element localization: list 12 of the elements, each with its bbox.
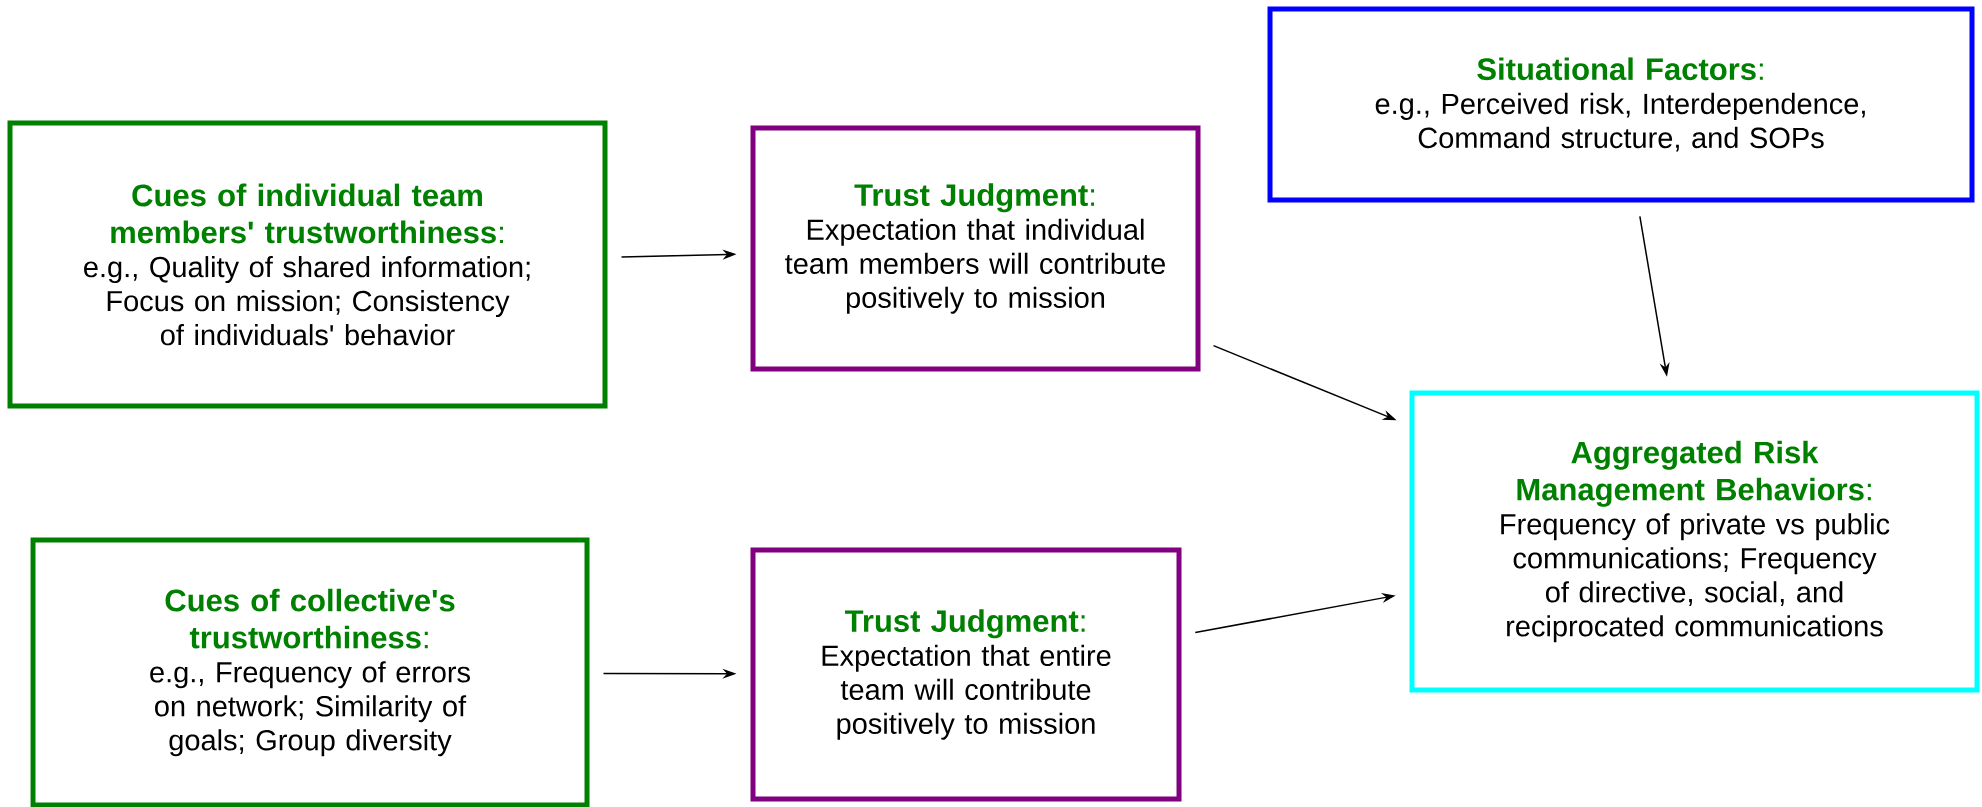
box-text: Trust Judgment: Expectation that individual team members will contribute positively to mission xyxy=(785,183,1165,314)
box-text: Aggregated Risk Management Behaviors: Frequency of private vs public communications; Frequency of directive, social, and reciprocated communications xyxy=(1501,440,1890,643)
box xyxy=(750,547,1182,802)
box xyxy=(7,120,608,409)
box-text: Trust Judgment: Expectation that entire team will contribute positively to mission xyxy=(822,609,1111,740)
box xyxy=(1267,6,1975,203)
box-text: Cues of collective's trustworthiness: e.g., Frequency of errors on network; Similarity of goals; Group diversity xyxy=(150,588,470,757)
box xyxy=(750,125,1201,372)
box xyxy=(30,537,590,807)
box-text: Cues of individual team members' trustworthiness: e.g., Quality of shared information; Focus on mission; Consistency of individuals' behavior xyxy=(84,183,530,346)
box xyxy=(1409,390,1980,693)
box-text: Situational Factors: e.g., Perceived risk, Interdependence, Command structure, and SOPs xyxy=(1375,57,1865,152)
